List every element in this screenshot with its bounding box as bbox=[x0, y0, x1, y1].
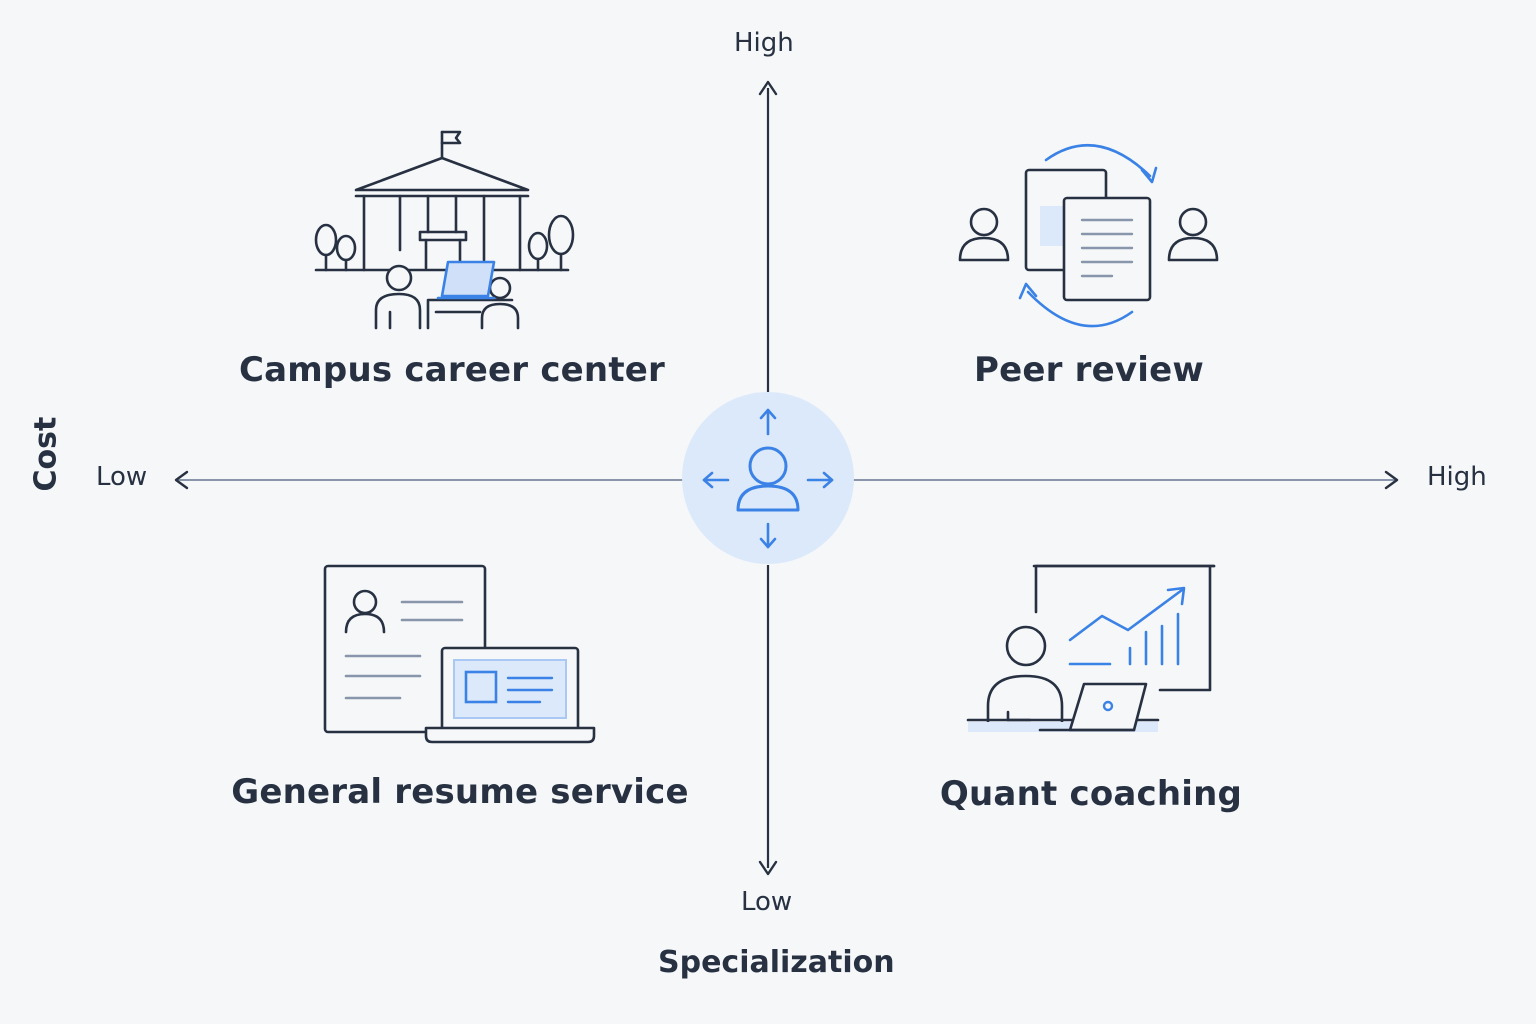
vertical-axis-arrow-down bbox=[758, 860, 778, 876]
vertical-axis-arrow-up bbox=[758, 80, 778, 96]
person-arrows-icon bbox=[682, 392, 854, 564]
peer-review-icon bbox=[958, 143, 1219, 328]
quadrant-label-bottom-right: Quant coaching bbox=[939, 774, 1243, 814]
horizontal-axis-high-label: High bbox=[1427, 462, 1487, 492]
horizontal-axis-arrow-left bbox=[174, 470, 189, 490]
quadrant-label-top-left: Campus career center bbox=[238, 350, 666, 390]
campus-building-icon bbox=[314, 130, 575, 330]
vertical-axis-low-label: Low bbox=[741, 887, 793, 917]
vertical-axis-high-label: High bbox=[734, 28, 794, 58]
coaching-chart-icon bbox=[966, 564, 1216, 732]
horizontal-axis-arrow-right bbox=[1384, 470, 1399, 490]
cost-axis-title: Cost bbox=[28, 416, 64, 492]
quadrant-label-top-right: Peer review bbox=[974, 350, 1204, 390]
resume-laptop-icon bbox=[323, 564, 596, 744]
quadrant-label-bottom-left: General resume service bbox=[231, 772, 689, 812]
laptop-icon bbox=[436, 260, 496, 300]
specialization-axis-title: Specialization bbox=[658, 945, 895, 980]
horizontal-axis-low-label: Low bbox=[96, 462, 148, 492]
